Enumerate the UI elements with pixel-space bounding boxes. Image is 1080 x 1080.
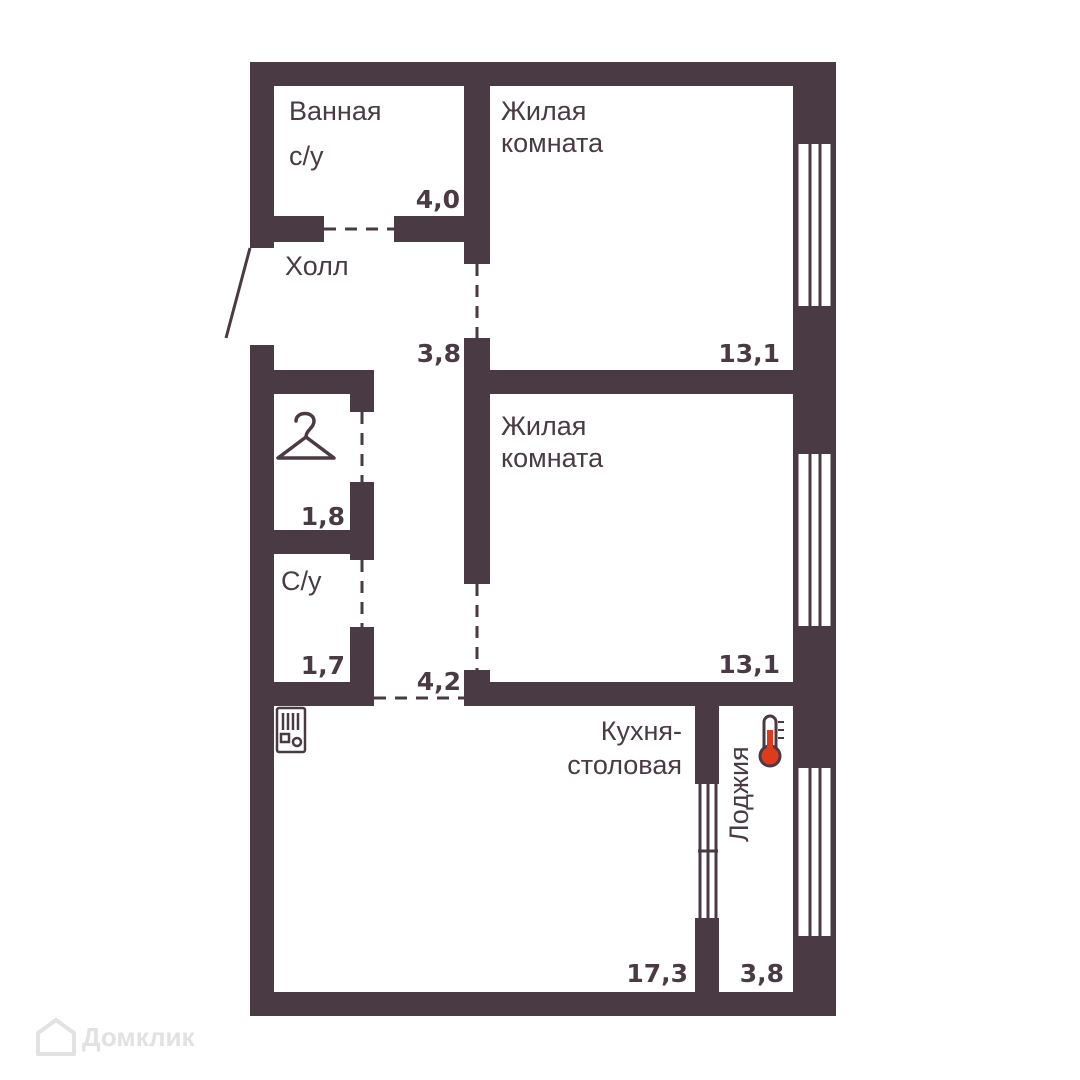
wall-wardrobe-wc (250, 530, 374, 554)
bathroom-label: Ванная (289, 96, 381, 126)
walls (250, 62, 836, 1016)
bathroom-label-2: с/у (289, 141, 324, 171)
living2-label: Жилая (501, 411, 586, 441)
thermometer-icon (758, 714, 784, 768)
hall-area: 3,8 (417, 339, 461, 368)
wardrobe-area: 1,8 (301, 502, 345, 531)
wc-area: 1,7 (301, 651, 345, 680)
wall-kitchen-loggia-bottom (695, 918, 719, 1016)
living2-label-2: комната (501, 443, 604, 473)
hanger-icon (276, 411, 336, 460)
living1-area: 13,1 (718, 339, 780, 368)
wall-bath-right (394, 216, 490, 242)
living2-area: 13,1 (718, 650, 780, 679)
wall-wc-kitchen (250, 682, 374, 706)
outer-wall-top (250, 62, 836, 86)
watermark: Домклик (36, 1018, 195, 1056)
outer-wall-left-lower (250, 345, 274, 1016)
window-kitchen-loggia (698, 784, 718, 918)
loggia-label: Лоджия (724, 746, 754, 842)
window-loggia (795, 768, 834, 936)
living1-label-2: комната (501, 128, 604, 158)
entrance-door (224, 247, 252, 339)
openings (324, 227, 479, 700)
house-logo-icon (36, 1018, 76, 1056)
window-living1 (795, 144, 834, 306)
corridor-area: 4,2 (417, 667, 461, 696)
living1-label: Жилая (501, 96, 586, 126)
kitchen-area: 17,3 (626, 959, 688, 988)
kitchen-label: Кухня- (601, 716, 682, 746)
watermark-text: Домклик (82, 1022, 195, 1052)
outer-wall-bottom (250, 992, 836, 1016)
wc-label: С/у (281, 566, 322, 596)
windows (698, 144, 834, 936)
wall-wardrobe-top-h (250, 370, 374, 394)
kitchen-label-2: столовая (567, 750, 682, 780)
wall-living-divider (464, 370, 836, 394)
bathroom-area: 4,0 (416, 185, 460, 214)
hall-label: Холл (285, 251, 349, 281)
window-living2 (795, 454, 834, 626)
loggia-area: 3,8 (740, 959, 784, 988)
wall-living-kitchen (464, 682, 836, 706)
wall-bath-left (250, 216, 324, 242)
stove-icon (275, 706, 307, 754)
